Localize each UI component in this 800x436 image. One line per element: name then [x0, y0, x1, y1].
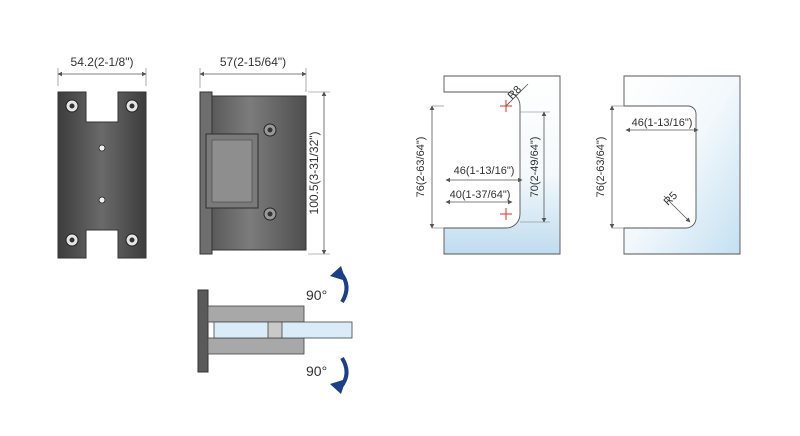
mounting-plate	[57, 91, 147, 259]
cutout-b-height-label: 76(2-63/64")	[595, 137, 607, 198]
body-height-dimension: 100.5(3-31/32")	[307, 91, 330, 255]
body-height-label: 100.5(3-31/32")	[307, 132, 321, 215]
plate-center-hole-top	[98, 144, 106, 152]
top-view-glass-panel	[213, 321, 353, 339]
plate-center-hole-bottom	[98, 196, 106, 204]
cutout-b-radius-label: R5	[662, 190, 680, 208]
plate-width-dimension: 54.2(2-1/8")	[57, 55, 147, 86]
cutout-a-height-label: 76(2-63/64")	[415, 137, 427, 198]
mounting-plate-front-view	[57, 91, 147, 259]
top-view-wall-plate	[197, 289, 209, 373]
cutout-a-inner-depth-label: 40(1-37/64")	[450, 189, 511, 201]
hinge-body-front-view	[199, 91, 307, 255]
top-view-body-upper	[207, 305, 305, 323]
top-view-body-lower	[207, 337, 305, 355]
angle-bottom-label: 90°	[306, 363, 327, 379]
glass-cutout-a: 76(2-63/64") 70(2-49/64") 46(1-13/16") 4…	[415, 75, 561, 255]
cutout-a-center-mark-bottom-icon	[500, 208, 512, 220]
body-width-dimension: 57(2-15/64")	[199, 55, 307, 92]
body-width-label: 57(2-15/64")	[220, 55, 286, 69]
rotation-indicator-top: 90°	[306, 266, 349, 304]
cutout-b-depth-label: 46(1-13/16")	[632, 117, 693, 129]
hinge-body	[211, 95, 307, 251]
glass-panel-a	[443, 75, 561, 255]
glass-cutout-b: 76(2-63/64") 46(1-13/16") R5	[595, 75, 741, 255]
plate-width-label: 54.2(2-1/8")	[71, 55, 134, 69]
glass-panel-b	[623, 75, 741, 255]
rotation-indicator-bottom: 90°	[306, 356, 349, 394]
cutout-a-depth-label: 46(1-13/16")	[454, 165, 515, 177]
angle-top-label: 90°	[306, 287, 327, 303]
hinge-top-view	[197, 289, 353, 373]
cutout-a-inner-height-label: 70(2-49/64")	[529, 137, 541, 198]
